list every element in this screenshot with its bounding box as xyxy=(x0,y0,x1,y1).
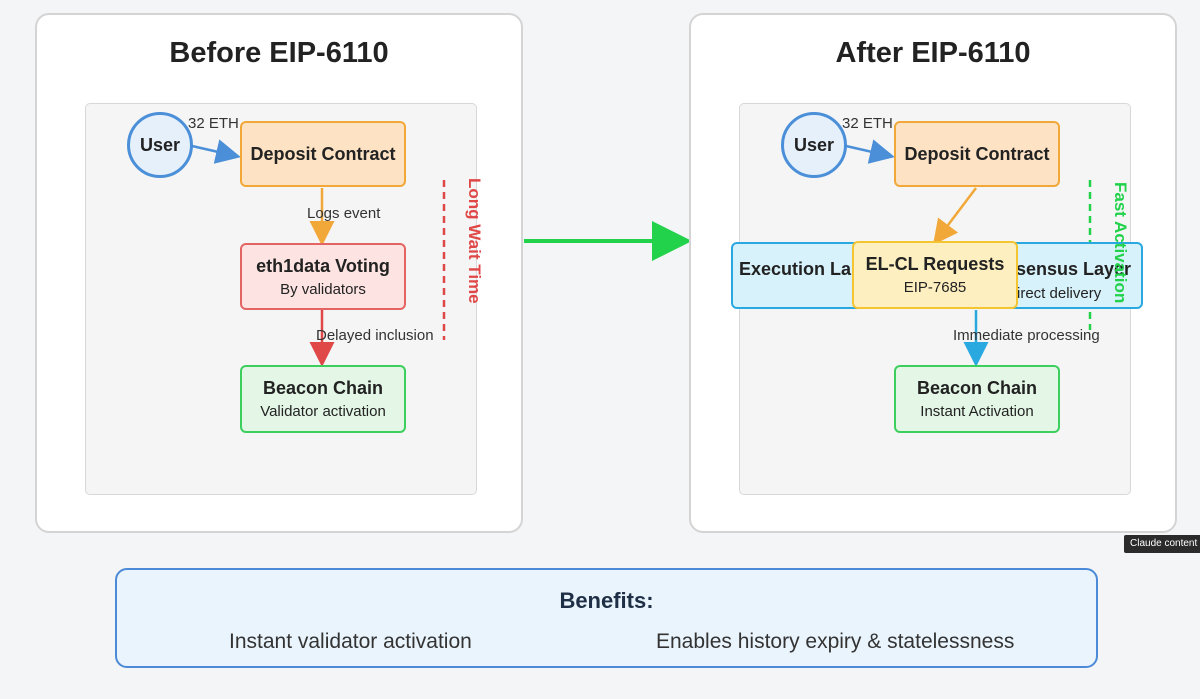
immediate-processing-label: Immediate processing xyxy=(953,327,1100,344)
arrow-deposit-to-requests xyxy=(932,187,977,245)
user-node-after: User xyxy=(781,112,847,178)
voting-title: eth1data Voting xyxy=(256,255,390,276)
logs-event-label: Logs event xyxy=(307,205,381,222)
before-diagram-area: User 32 ETH Deposit Contract Logs event … xyxy=(85,103,484,495)
direct-delivery-label: irect delivery xyxy=(1017,285,1102,302)
deposit-contract-label-after: Deposit Contract xyxy=(904,143,1050,164)
beacon-title: Beacon Chain xyxy=(262,378,384,398)
consensus-layer-label: sensus Layer xyxy=(1016,259,1132,279)
fast-activation-label: Fast Activation xyxy=(1111,182,1130,304)
long-wait-label: Long Wait Time xyxy=(465,178,484,304)
before-title: Before EIP-6110 xyxy=(169,37,389,69)
execution-layer-label: Execution La xyxy=(739,259,852,279)
before-panel: Before EIP-6110 User 32 ETH Deposit Cont… xyxy=(35,13,523,533)
arrow-user-to-deposit xyxy=(191,139,241,164)
after-title: After EIP-6110 xyxy=(835,37,1031,69)
beacon-chain-node-after: Beacon Chain Instant Activation xyxy=(894,365,1060,433)
amount-label-after: 32 ETH xyxy=(842,115,893,132)
user-node: User xyxy=(127,112,193,178)
beacon-sub: Validator activation xyxy=(260,403,386,420)
beacon-chain-node: Beacon Chain Validator activation xyxy=(240,365,406,433)
after-diagram-area: User 32 ETH Deposit Contract Execution L… xyxy=(731,103,1143,495)
deposit-contract-node-after: Deposit Contract xyxy=(894,121,1060,187)
voting-sub: By validators xyxy=(280,280,366,298)
benefits-box: Benefits: Instant validator activation E… xyxy=(115,568,1098,668)
benefit-item: Enables history expiry & statelessness xyxy=(656,630,1015,653)
amount-label: 32 ETH xyxy=(188,115,239,132)
before-arrows xyxy=(191,139,446,367)
benefit-item: Instant validator activation xyxy=(229,630,472,653)
arrow-user-to-deposit-after xyxy=(845,139,895,164)
deposit-contract-node: Deposit Contract xyxy=(240,121,406,187)
beacon-title-after: Beacon Chain xyxy=(916,378,1038,398)
benefits-title: Benefits: xyxy=(559,588,654,613)
delayed-inclusion-label: Delayed inclusion xyxy=(316,327,434,344)
tooltip: Claude content xyxy=(1124,535,1200,553)
el-cl-requests-node: EL-CL Requests EIP-7685 xyxy=(852,241,1018,309)
eth1data-voting-node: eth1data Voting By validators xyxy=(240,243,406,310)
beacon-sub-after: Instant Activation xyxy=(920,403,1034,420)
requests-sub: EIP-7685 xyxy=(903,279,967,296)
requests-title: EL-CL Requests xyxy=(865,254,1005,274)
after-panel: After EIP-6110 User 32 ETH Deposit Contr… xyxy=(689,13,1177,533)
deposit-contract-label: Deposit Contract xyxy=(250,143,396,164)
